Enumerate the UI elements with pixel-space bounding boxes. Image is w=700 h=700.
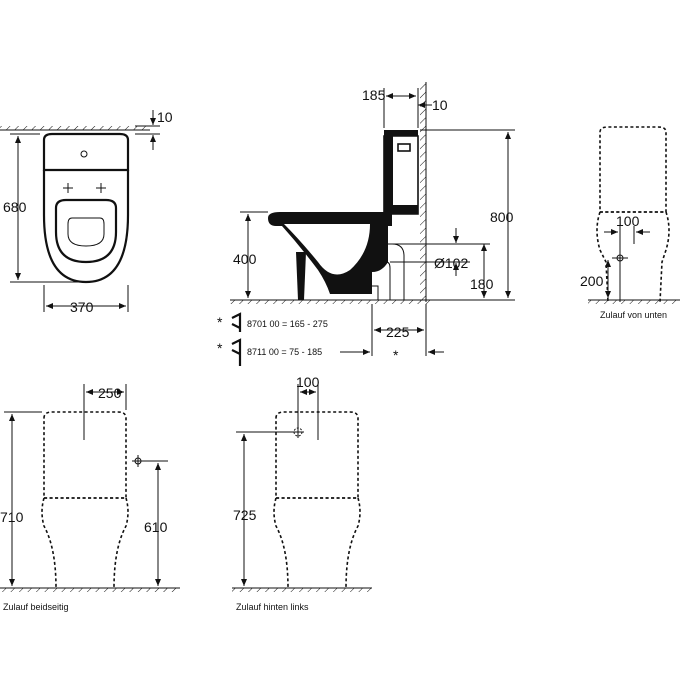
seat-opening	[54, 198, 118, 264]
connector-8711-icon	[231, 338, 242, 366]
seat-fixing-icon	[63, 183, 106, 193]
cistern-front-wall	[384, 136, 393, 214]
cistern-outline	[43, 411, 127, 499]
cistern-base	[390, 205, 418, 214]
connector-8701-icon	[231, 312, 242, 332]
wall-hatch	[0, 126, 150, 130]
note-star-2: *	[217, 340, 223, 356]
bowl-outline	[42, 170, 130, 284]
rear-view: 100 200 Zulauf von unten	[580, 126, 680, 320]
cistern-top	[42, 132, 130, 172]
bowl-foot	[296, 252, 306, 300]
dim-width-label: 370	[70, 299, 94, 315]
cistern-outline	[599, 126, 667, 213]
cistern-outline	[275, 411, 359, 499]
bowl-outline	[41, 497, 129, 589]
floor-hatch	[0, 588, 180, 592]
dim-outlet-diameter-label: Ø102	[434, 255, 468, 271]
cistern-lid	[384, 130, 418, 136]
dim-outlet-offset-label: 225	[386, 324, 410, 340]
flush-button-icon	[397, 143, 411, 152]
dim-wall-gap-label: 10	[432, 97, 448, 113]
dim-inlet-height-label: 610	[144, 519, 168, 535]
caption: Zulauf von unten	[600, 310, 667, 320]
floor-hatch	[230, 300, 430, 304]
dim-width-label: 250	[98, 385, 122, 401]
note-line-1: 8701 00 = 165 - 275	[247, 319, 328, 329]
dim-cistern-depth-label: 185	[362, 87, 386, 103]
dim-total-height-label: 800	[490, 209, 514, 225]
bowl-cavity	[284, 224, 370, 275]
dim-offset-label: 100	[296, 374, 320, 390]
floor-hatch	[588, 300, 680, 304]
dim-outlet-height-label: 180	[470, 276, 494, 292]
flush-button-icon	[80, 150, 88, 158]
floor-hatch	[232, 588, 372, 592]
front-view-left: 250 610 710 Zulauf beidseitig	[0, 384, 180, 612]
dim-inlet-height-label: 200	[580, 273, 604, 289]
dim-total-height-label: 710	[0, 509, 24, 525]
bowl-outline	[596, 211, 670, 303]
dim-seat-height-label: 400	[233, 251, 257, 267]
side-view: 185 10 800 400 Ø102 180 225 * * 8701 00	[217, 82, 515, 366]
caption: Zulauf beidseitig	[3, 602, 69, 612]
seat-inner	[67, 217, 105, 247]
caption: Zulauf hinten links	[236, 602, 309, 612]
top-view: 680 370 10	[0, 109, 173, 315]
wall-hatch	[420, 82, 426, 302]
dim-depth-label: 680	[3, 199, 27, 215]
note-line-2: 8711 00 = 75 - 185	[247, 347, 322, 357]
note-star-1: *	[217, 314, 223, 330]
dim-gap-label: 10	[157, 109, 173, 125]
dim-total-height-label: 725	[233, 507, 257, 523]
dim-offset-label: 100	[616, 213, 640, 229]
dim-star-label: *	[393, 347, 399, 363]
front-view-right: 100 725 Zulauf hinten links	[232, 374, 372, 612]
bowl-outline	[273, 497, 361, 589]
